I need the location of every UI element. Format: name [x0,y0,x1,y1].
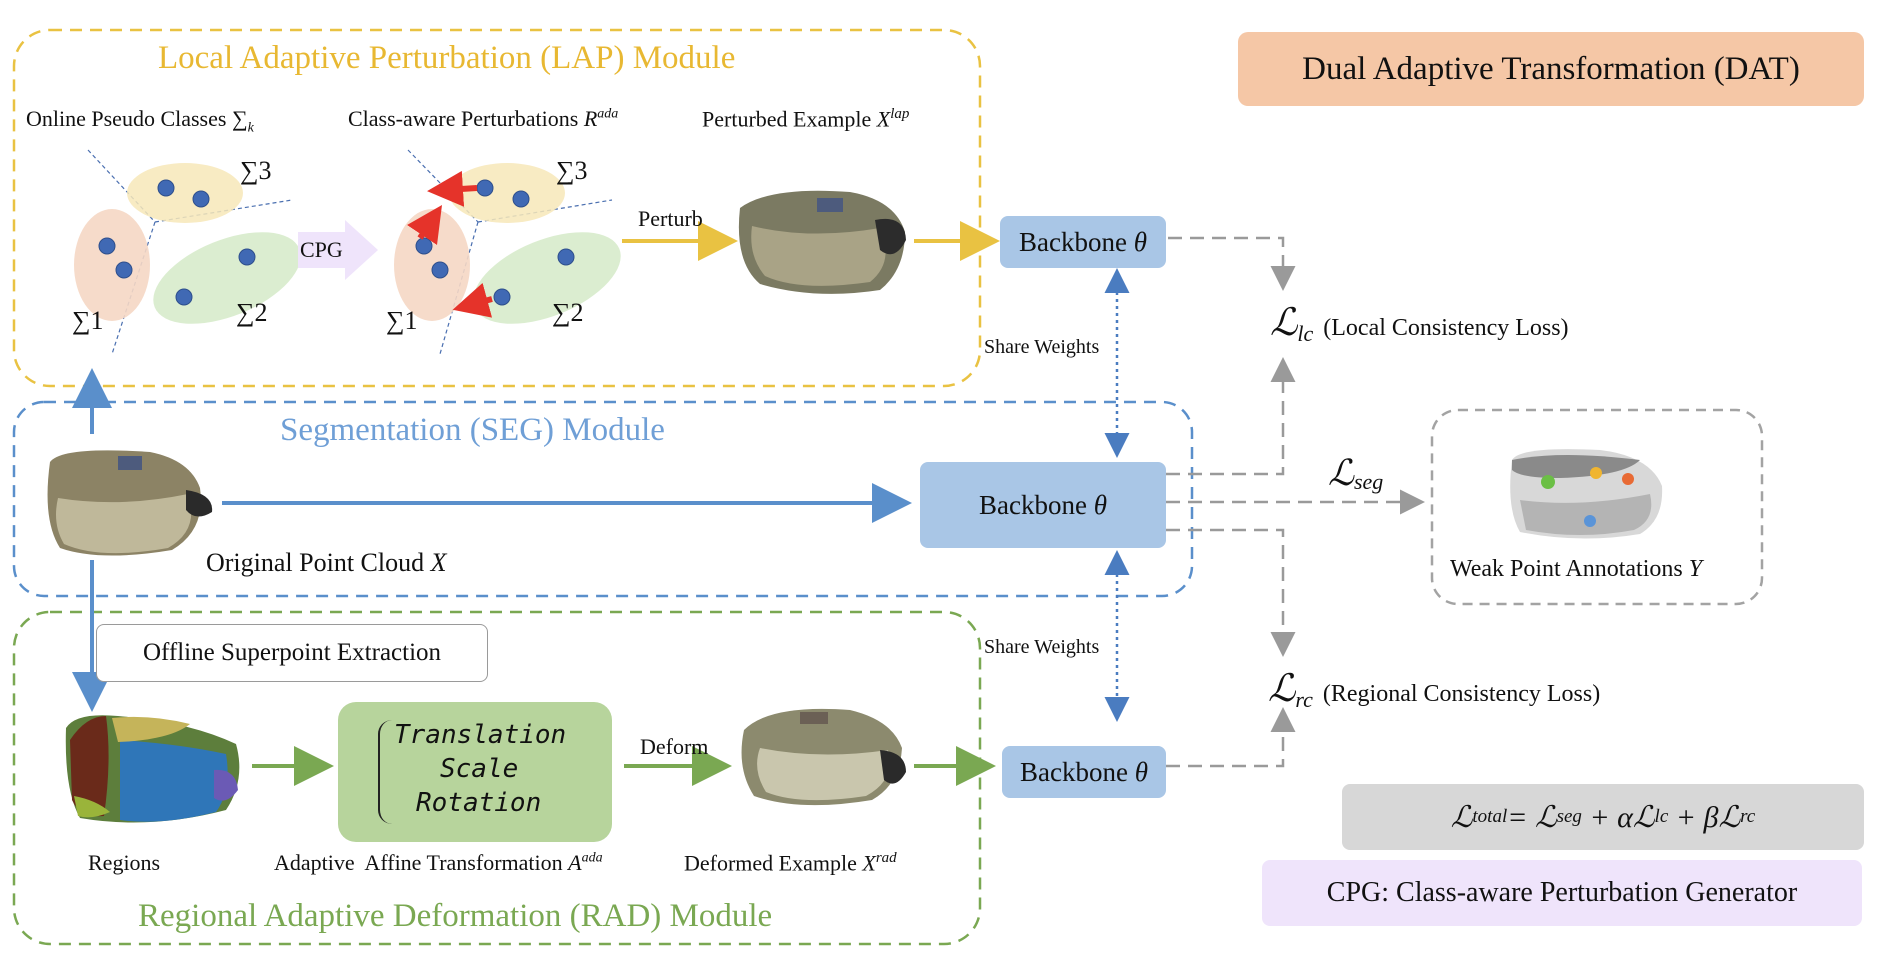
deformed-point-cloud-image [741,708,906,806]
regions-label: Regions [88,850,161,875]
seg-to-rc-connector [1166,528,1296,657]
lc-loss-symbol: ℒ [1270,302,1298,344]
transform-item-scale: Scale [440,754,519,784]
transform-label: Adaptive Affine Transformation Aada [274,850,603,876]
transform-item-rotation: Rotation [416,788,542,818]
lap-to-lc-connector [1168,236,1296,291]
rc-loss-symbol: ℒ [1268,668,1296,710]
pseudo-classes-sub: k [247,120,254,136]
backbone-rad-label: Backbone [1020,756,1135,787]
deformed-example-var: X [862,850,876,876]
rad-to-rc-connector [1166,707,1296,768]
perturbed-example-sup: lap [890,106,910,122]
sigma2-right: ∑2 [552,298,584,327]
lc-loss-text: (Local Consistency Loss) [1323,315,1569,341]
original-point-cloud-image [47,450,213,556]
sigma3-left: ∑3 [240,156,272,185]
deform-arrow-label: Deform [640,734,709,759]
seg-loss-label: ℒseg [1328,452,1383,495]
perturbed-example-label: Perturbed Example Xlap [702,106,909,132]
offline-superpoint-label: Offline Superpoint Extraction [142,639,442,666]
dat-title: Dual Adaptive Transformation (DAT) [1302,50,1800,87]
total-loss-rc-sub: rc [1740,806,1756,827]
cpg-label: CPG [300,237,343,262]
lc-loss-label: ℒlc (Local Consistency Loss) [1270,300,1569,347]
rad-module-title: Regional Adaptive Deformation (RAD) Modu… [138,898,773,934]
deformed-example-sup: rad [875,850,897,866]
total-loss-plus-b: + βℒ [1668,800,1741,834]
backbone-lap-label: Backbone [1019,226,1134,257]
backbone-seg-label: Backbone [979,489,1094,520]
total-loss-lc-sub: lc [1654,806,1669,827]
perturbations-sup: ada [597,106,619,122]
annotations-frame [1430,408,1764,606]
perturb-arrow-label: Perturb [638,206,703,231]
sigma1-left: ∑1 [72,306,104,335]
transform-label-var: A [568,850,582,875]
seg-loss-sub: seg [1353,469,1384,495]
sigma3-right: ∑3 [556,156,588,185]
perturbed-point-cloud-image [738,190,906,294]
perturbations-cluster [394,149,621,355]
transform-brace [378,720,394,824]
transform-label-sup: ada [581,850,603,866]
pseudo-classes-text: Online Pseudo Classes ∑ [26,106,248,131]
backbone-rad-var: θ [1134,756,1148,787]
weak-annotations-label: Weak Point Annotations Y [1450,556,1702,583]
weak-annotations-point-cloud-image [1510,449,1663,539]
backbone-lap-var: θ [1133,226,1147,257]
total-loss-lhs-sub: total [1472,806,1508,827]
deformed-example-label: Deformed Example Xrad [684,850,897,876]
sigma1-right: ∑1 [386,306,418,335]
affine-transform-box: Translation Scale Rotation [338,702,612,842]
backbone-seg: Backbone θ [920,462,1166,548]
seg-module-frame [12,400,1194,598]
dat-title-box: Dual Adaptive Transformation (DAT) [1238,32,1864,106]
transform-label-text: Adaptive Affine Transformation [274,850,569,875]
rc-loss-sub: rc [1295,686,1313,712]
weak-annotations-var: Y [1688,556,1703,582]
perturbations-var: R [583,106,598,131]
regions-point-cloud-image [65,715,240,823]
lc-loss-sub: lc [1297,320,1314,346]
seg-module-title: Segmentation (SEG) Module [280,412,665,448]
lap-module-frame [12,28,982,388]
total-loss-plus-a: + αℒ [1581,800,1655,834]
original-point-cloud-var: X [430,548,447,577]
share-weights-label-bottom: Share Weights [984,636,1100,658]
lap-module-title: Local Adaptive Perturbation (LAP) Module [158,40,736,76]
rc-loss-label: ℒrc (Regional Consistency Loss) [1268,666,1600,713]
share-weights-label-top: Share Weights [984,336,1100,358]
original-point-cloud-text: Original Point Cloud [206,548,431,577]
total-loss-rhs: = ℒ [1507,800,1557,834]
perturbed-example-var: X [876,106,891,132]
cpg-legend-box: CPG: Class-aware Perturbation Generator [1262,860,1862,926]
seg-to-lc-connector [1166,357,1296,476]
pseudo-classes-label: Online Pseudo Classes ∑k [26,106,254,136]
pseudo-classes-cluster [74,149,301,355]
weak-annotations-text: Weak Point Annotations [1450,556,1689,582]
rc-loss-text: (Regional Consistency Loss) [1322,681,1601,707]
backbone-lap: Backbone θ [1000,216,1166,268]
total-loss-seg-sub: seg [1556,806,1582,827]
total-loss-lhs: ℒ [1450,800,1473,834]
backbone-rad: Backbone θ [1002,746,1166,798]
seg-loss-symbol: ℒ [1328,453,1354,493]
offline-superpoint-box: Offline Superpoint Extraction [96,624,488,682]
original-point-cloud-label: Original Point Cloud X [206,548,447,578]
transform-item-translation: Translation [394,720,567,750]
backbone-seg-var: θ [1093,489,1107,520]
cpg-legend: CPG: Class-aware Perturbation Generator [1326,877,1798,908]
deformed-example-text: Deformed Example [684,850,863,876]
cpg-arrow [298,220,378,280]
sigma2-left: ∑2 [236,298,268,327]
perturbations-text: Class-aware Perturbations [348,106,584,131]
perturbations-label: Class-aware Perturbations Rada [348,106,618,132]
perturbed-example-text: Perturbed Example [702,106,877,132]
